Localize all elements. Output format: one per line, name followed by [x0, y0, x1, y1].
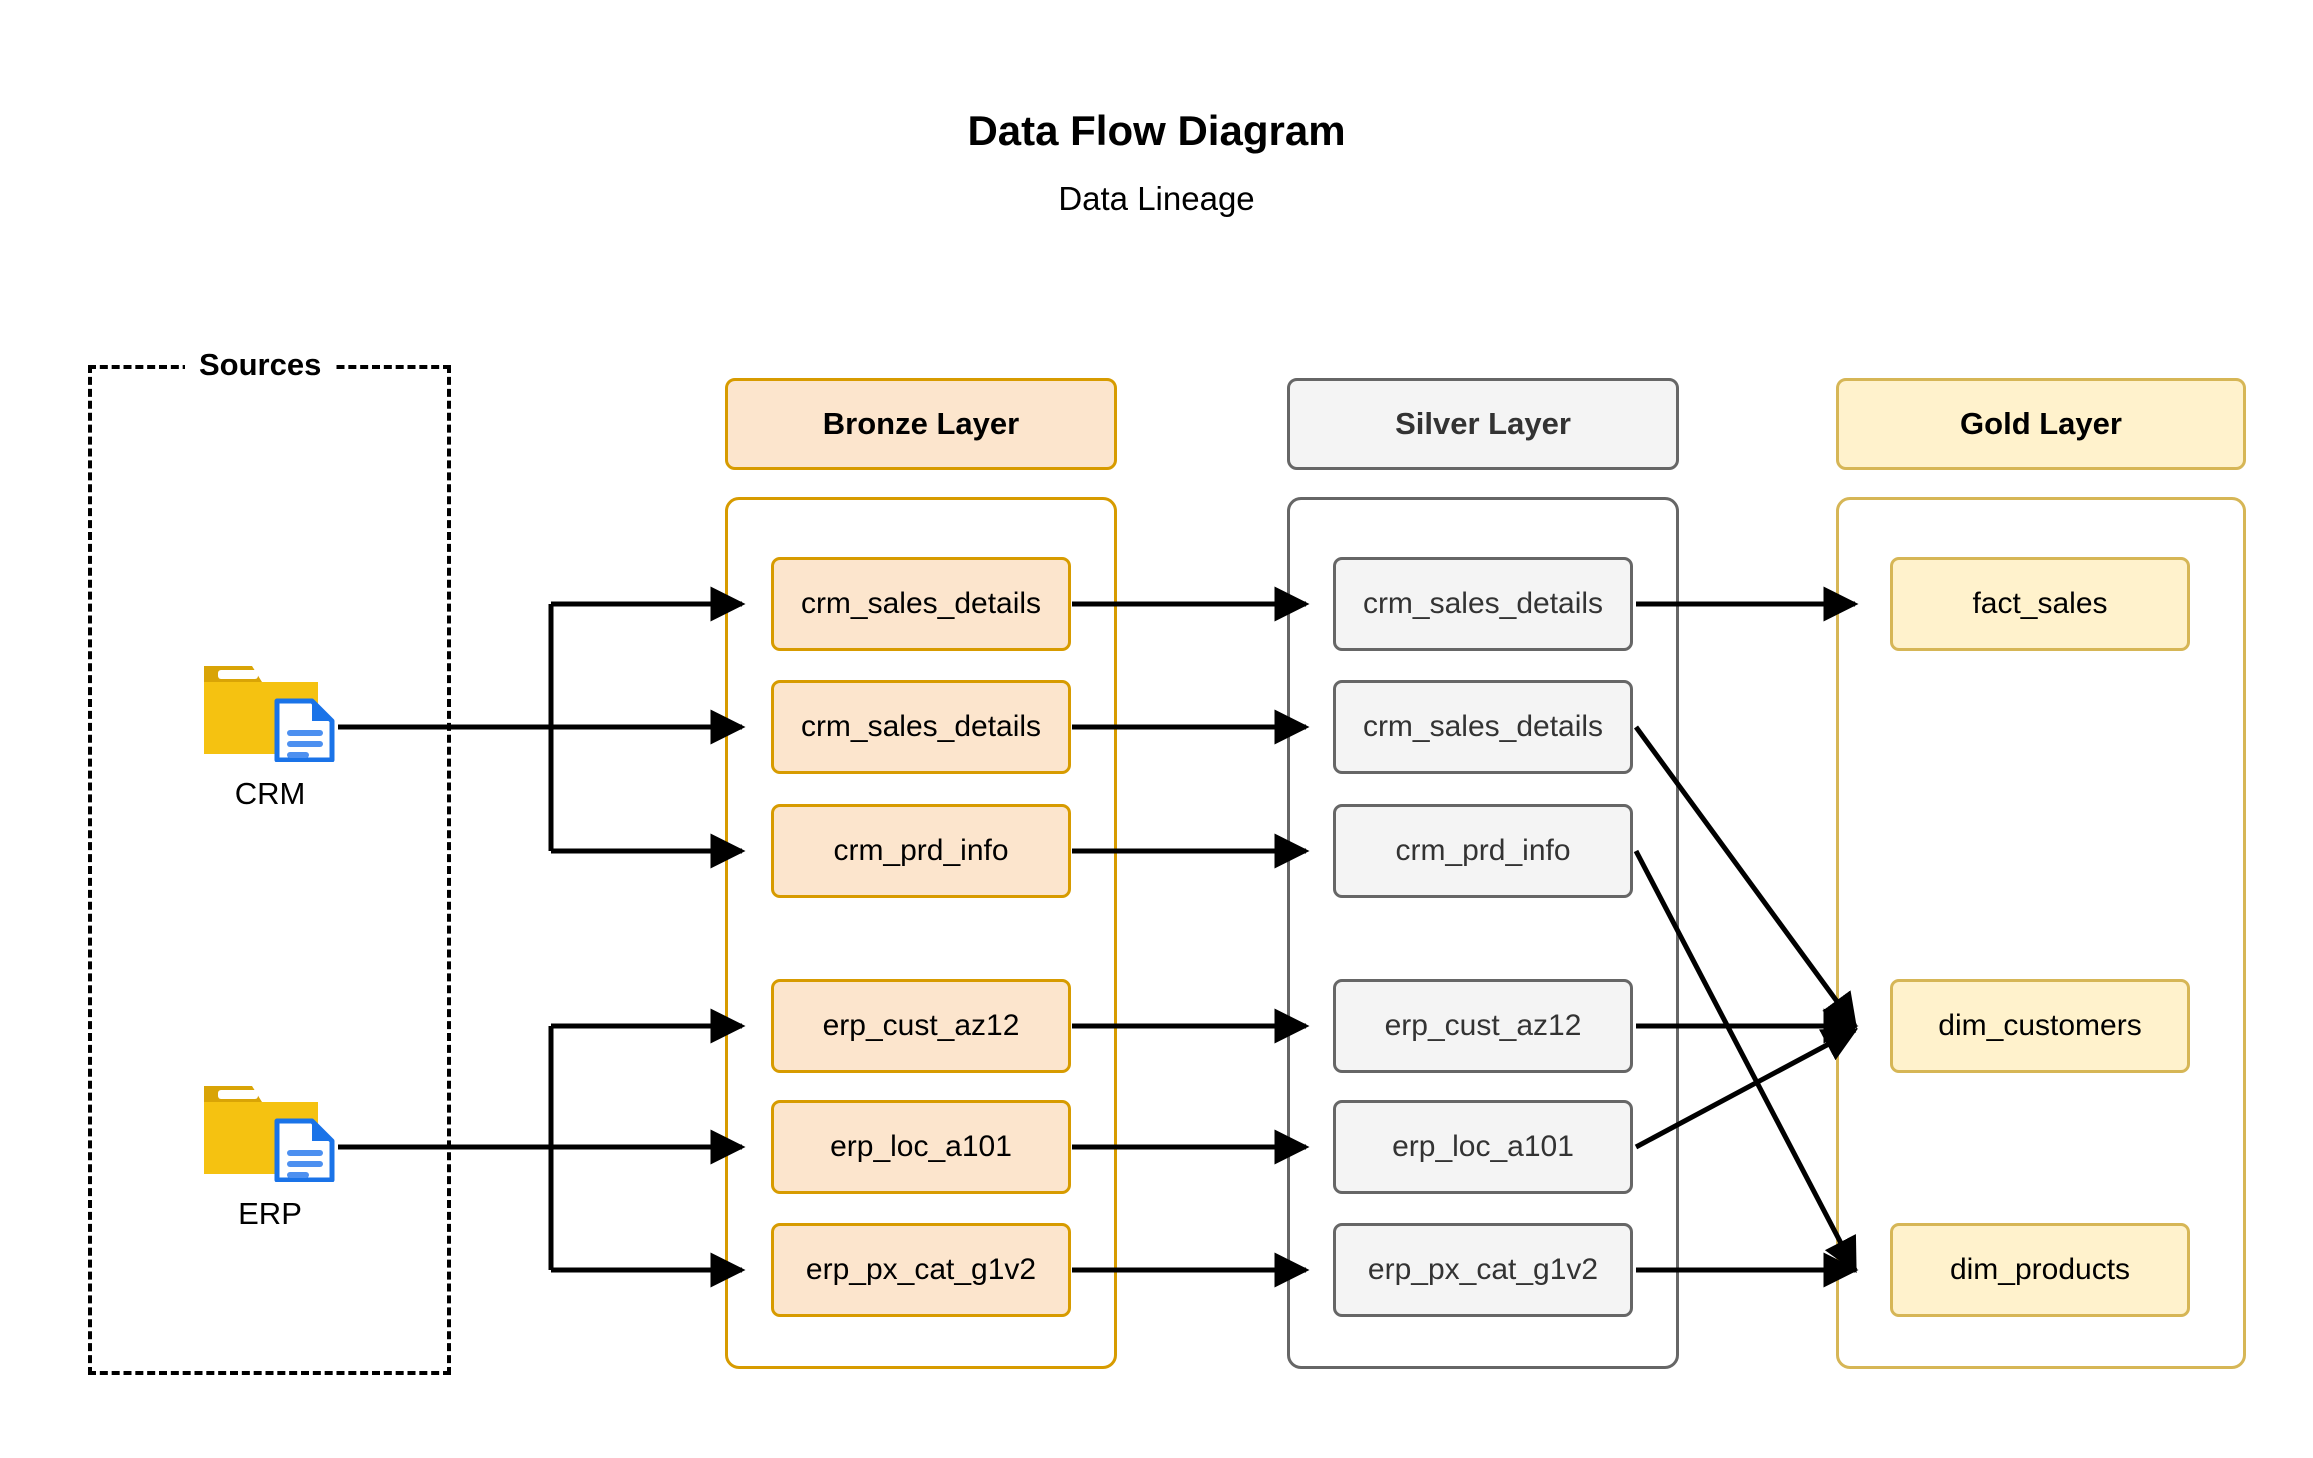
layer-header-bronze[interactable]: Bronze Layer	[725, 378, 1117, 470]
layer-container-bronze	[725, 497, 1117, 1369]
node-silver-crm-prd-info[interactable]: crm_prd_info	[1333, 804, 1633, 898]
sources-group-label: Sources	[185, 344, 336, 386]
node-gold-fact-sales[interactable]: fact_sales	[1890, 557, 2190, 651]
node-bronze-crm-sales-details-1[interactable]: crm_sales_details	[771, 557, 1071, 651]
folder-document-icon	[200, 652, 340, 763]
node-bronze-crm-sales-details-2[interactable]: crm_sales_details	[771, 680, 1071, 774]
node-silver-crm-sales-details-1[interactable]: crm_sales_details	[1333, 557, 1633, 651]
source-label-erp: ERP	[238, 1196, 302, 1231]
node-silver-erp-loc-a101[interactable]: erp_loc_a101	[1333, 1100, 1633, 1194]
node-bronze-erp-cust-az12[interactable]: erp_cust_az12	[771, 979, 1071, 1073]
layer-header-gold[interactable]: Gold Layer	[1836, 378, 2246, 470]
folder-document-icon	[200, 1072, 340, 1183]
node-bronze-erp-loc-a101[interactable]: erp_loc_a101	[771, 1100, 1071, 1194]
diagram-title: Data Flow Diagram	[967, 107, 1346, 154]
diagram-subtitle: Data Lineage	[1058, 180, 1255, 217]
source-node-erp[interactable]: ERP	[160, 1072, 380, 1232]
node-bronze-erp-px-cat-g1v2[interactable]: erp_px_cat_g1v2	[771, 1223, 1071, 1317]
source-label-crm: CRM	[234, 776, 306, 811]
node-bronze-crm-prd-info[interactable]: crm_prd_info	[771, 804, 1071, 898]
node-gold-dim-customers[interactable]: dim_customers	[1890, 979, 2190, 1073]
node-silver-erp-cust-az12[interactable]: erp_cust_az12	[1333, 979, 1633, 1073]
node-silver-crm-sales-details-2[interactable]: crm_sales_details	[1333, 680, 1633, 774]
node-silver-erp-px-cat-g1v2[interactable]: erp_px_cat_g1v2	[1333, 1223, 1633, 1317]
node-gold-dim-products[interactable]: dim_products	[1890, 1223, 2190, 1317]
source-node-crm[interactable]: CRM	[160, 652, 380, 812]
layer-header-silver[interactable]: Silver Layer	[1287, 378, 1679, 470]
